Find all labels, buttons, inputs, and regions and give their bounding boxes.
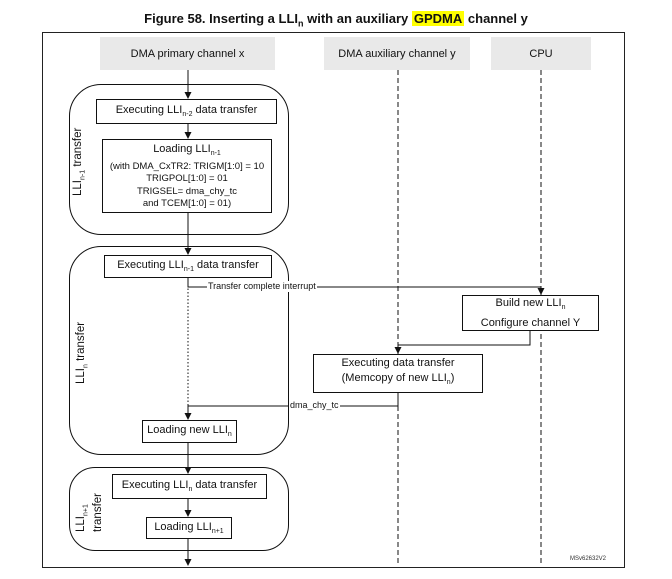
header-dma-auxiliary: DMA auxiliary channel y bbox=[324, 37, 470, 70]
box-loading-lli-n-plus-1: Loading LLIn+1 bbox=[146, 517, 232, 539]
box-build-new-lli: Build new LLIn Configure channel Y bbox=[462, 295, 599, 331]
build-to-aux-connector bbox=[394, 331, 531, 354]
box-executing-aux-transfer: Executing data transfer (Memcopy of new … bbox=[313, 354, 483, 393]
box-executing-lli-n: Executing LLIn data transfer bbox=[112, 474, 267, 499]
figure-title: Figure 58. Inserting a LLIn with an auxi… bbox=[144, 11, 528, 29]
box-loading-new-lli: Loading new LLIn bbox=[142, 420, 237, 443]
phase-n-plus-1-region bbox=[69, 467, 289, 551]
interrupt-connector bbox=[187, 278, 545, 295]
box-loading-lli-n-1: Loading LLIn-1 (with DMA_CxTR2: TRIGM[1:… bbox=[102, 139, 272, 213]
box-executing-lli-n-1: Executing LLIn-1 data transfer bbox=[104, 255, 272, 278]
figure-reference: MSv62632V2 bbox=[570, 556, 607, 562]
phase-n-1-region bbox=[69, 84, 289, 235]
diagram-frame bbox=[42, 32, 625, 568]
gpdma-highlight: GPDMA bbox=[411, 11, 465, 26]
header-dma-primary: DMA primary channel x bbox=[100, 37, 275, 70]
box-executing-lli-n-2: Executing LLIn-2 data transfer bbox=[96, 99, 277, 124]
dma-chy-tc-label: dma_chy_tc bbox=[289, 400, 340, 411]
interrupt-label: Transfer complete interrupt bbox=[207, 281, 317, 292]
header-cpu: CPU bbox=[491, 37, 591, 70]
phase-n-region bbox=[69, 246, 289, 455]
